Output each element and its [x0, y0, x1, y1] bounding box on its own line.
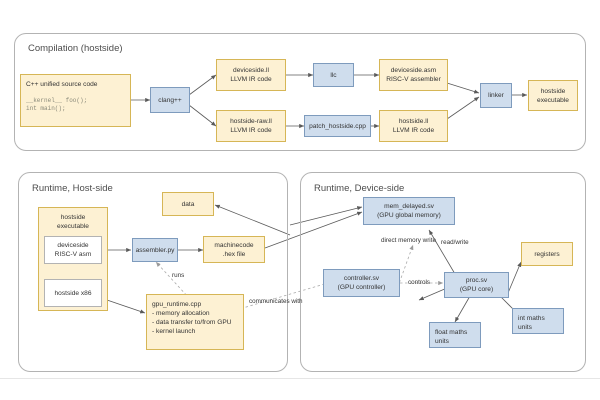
- hostside-ll-line2: LLVM IR code: [392, 127, 435, 134]
- edge-label-communicates-with: communicates with: [249, 298, 303, 305]
- data-label: data: [181, 200, 195, 208]
- hostside-exe-compile-line1: hostside: [540, 87, 566, 95]
- deviceside-riscv-line2: RISC-V asm: [54, 251, 92, 258]
- edge-label-controls: controls: [408, 279, 431, 286]
- node-proc-sv[interactable]: proc.sv (GPU core): [444, 272, 509, 298]
- gpu-runtime-line2: - memory allocation: [152, 310, 210, 317]
- hostside-exe-runtime-line2: executable: [57, 223, 89, 230]
- bottom-divider: [0, 378, 600, 379]
- edge-label-direct-memory-write: direct memory write: [381, 237, 436, 245]
- arrow-clang-to-hostside-raw: [188, 104, 217, 127]
- cpp-source-code-line2: int main();: [26, 104, 66, 112]
- panel-compilation: [14, 33, 586, 151]
- arrow-gpu-runtime-communicates-controller: [235, 277, 346, 311]
- direct-line2: memory: [398, 237, 421, 244]
- controller-line2: (GPU controller): [337, 284, 386, 291]
- gpu-runtime-line4: - kernel launch: [152, 328, 196, 335]
- node-cpp-source[interactable]: C++ unified source code __kernel__ foo()…: [20, 74, 131, 127]
- node-deviceside-asm[interactable]: deviceside.asm RISC-V assembler: [379, 59, 448, 91]
- node-deviceside-riscv-asm[interactable]: deviceside RISC-V asm: [44, 236, 102, 264]
- deviceside-ll-line2: LLVM IR code: [230, 76, 272, 83]
- arrow-proc-to-float-maths: [454, 295, 471, 323]
- node-assembler-py[interactable]: assembler.py: [132, 238, 178, 262]
- proc-line2: (GPU core): [459, 286, 494, 293]
- hostside-ll-line1: hostside.ll: [398, 118, 429, 125]
- assembler-py-label: assembler.py: [135, 246, 175, 254]
- hostside-raw-line2: LLVM IR code: [230, 127, 272, 134]
- machinecode-line1: machinecode: [214, 241, 254, 249]
- controller-line1: controller.sv: [343, 275, 380, 282]
- patch-hostside-label: patch_hostside.cpp: [309, 122, 366, 130]
- node-hostside-x86[interactable]: hostside x86: [44, 279, 102, 307]
- arrow-hostside-ll-to-linker: [446, 96, 480, 120]
- proc-line1: proc.sv: [465, 277, 488, 284]
- arrow-hostside-x86-to-gpu-runtime: [106, 299, 146, 314]
- arrow-proc-to-mem-readwrite: [428, 229, 456, 275]
- hostside-exe-runtime-line1: hostside: [60, 214, 86, 221]
- node-hostside-executable-compile[interactable]: hostside executable: [528, 80, 578, 111]
- panel-runtime-device: [300, 172, 586, 372]
- edge-label-runs: runs: [172, 272, 185, 279]
- node-registers[interactable]: registers: [521, 242, 573, 266]
- registers-label: registers: [534, 250, 560, 258]
- clang-label: clang++: [158, 96, 182, 104]
- panel-runtime-host-title: Runtime, Host-side: [32, 183, 113, 194]
- llc-label: llc: [330, 71, 337, 79]
- deviceside-ll-line1: deviceside.ll: [233, 67, 269, 74]
- gpu-runtime-line1: gpu_runtime.cpp: [152, 301, 202, 308]
- mem-delayed-line1: mem_delayed.sv: [384, 203, 434, 210]
- node-patch-hostside[interactable]: patch_hostside.cpp: [304, 115, 371, 137]
- hostside-exe-compile-line2: executable: [537, 96, 569, 104]
- deviceside-asm-line1: deviceside.asm: [390, 67, 437, 74]
- panel-compilation-title: Compilation (hostside): [28, 43, 123, 54]
- cpp-source-title: C++ unified source code: [26, 81, 98, 88]
- arrow-controller-to-proc: [418, 287, 448, 301]
- arrow-controller-direct-memory-write: [395, 244, 414, 293]
- node-linker[interactable]: linker: [480, 83, 512, 108]
- int-maths-line2: units: [518, 324, 532, 331]
- hostside-raw-line1: hostside-raw.ll: [230, 118, 272, 125]
- mem-delayed-line2: (GPU global memory): [377, 212, 441, 219]
- node-data[interactable]: data: [162, 192, 214, 216]
- direct-line1: direct: [381, 237, 397, 244]
- gpu-runtime-line3: - data transfer to/from GPU: [152, 319, 232, 326]
- float-maths-line1: float maths: [435, 329, 468, 336]
- node-hostside-raw-ll[interactable]: hostside-raw.ll LLVM IR code: [216, 110, 286, 142]
- arrow-clang-to-deviceside-ll: [188, 74, 217, 96]
- panel-runtime-host: [18, 172, 288, 372]
- panel-runtime-device-title: Runtime, Device-side: [314, 183, 405, 194]
- node-machinecode-hex[interactable]: machinecode .hex file: [203, 236, 265, 263]
- node-deviceside-ll[interactable]: deviceside.ll LLVM IR code: [216, 59, 286, 91]
- arrow-proc-to-registers: [507, 261, 522, 294]
- arrow-deviceside-asm-to-linker: [446, 82, 480, 94]
- float-maths-line2: units: [435, 338, 449, 345]
- arrow-gpu-to-mem: [289, 206, 363, 226]
- node-llc[interactable]: llc: [313, 63, 354, 87]
- node-controller-sv[interactable]: controller.sv (GPU controller): [323, 269, 400, 297]
- hostside-x86-label: hostside x86: [54, 289, 92, 297]
- linker-label: linker: [488, 92, 504, 99]
- node-gpu-runtime-cpp[interactable]: gpu_runtime.cpp - memory allocation - da…: [146, 294, 244, 350]
- arrow-machinecode-to-mem: [264, 211, 363, 249]
- node-int-maths-units[interactable]: int maths units: [512, 308, 564, 334]
- edge-label-read-write: read/write: [441, 239, 469, 246]
- arrow-mem-to-data: [214, 204, 291, 236]
- node-mem-delayed-sv[interactable]: mem_delayed.sv (GPU global memory): [363, 197, 455, 225]
- cpp-source-code-line1: __kernel__ foo();: [26, 97, 88, 104]
- machinecode-line2: .hex file: [222, 250, 246, 258]
- int-maths-line1: int maths: [518, 315, 545, 322]
- deviceside-riscv-line1: deviceside: [57, 242, 89, 249]
- direct-line3: write: [422, 237, 436, 244]
- deviceside-asm-line2: RISC-V assembler: [386, 76, 441, 83]
- node-clang[interactable]: clang++: [150, 87, 190, 113]
- node-float-maths-units[interactable]: float maths units: [429, 322, 481, 348]
- node-hostside-ll[interactable]: hostside.ll LLVM IR code: [379, 110, 448, 142]
